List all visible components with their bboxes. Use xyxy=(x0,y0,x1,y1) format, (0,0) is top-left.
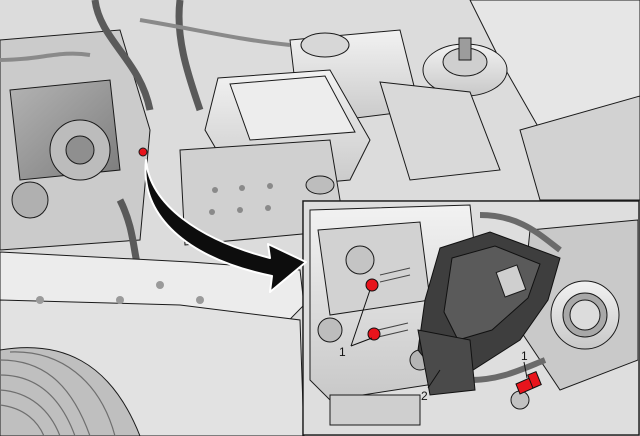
bolt-left-lower xyxy=(367,327,381,341)
curved-arrow-icon xyxy=(144,159,307,293)
bolt-right xyxy=(515,370,542,395)
location-marker xyxy=(138,147,148,157)
bolt-left-upper xyxy=(365,278,379,292)
detail-inset: 1 1 2 xyxy=(302,200,640,436)
callout-bolt-right: 1 xyxy=(521,349,528,363)
callout-bracket: 2 xyxy=(421,389,428,403)
callout-bolt-left: 1 xyxy=(339,345,346,359)
